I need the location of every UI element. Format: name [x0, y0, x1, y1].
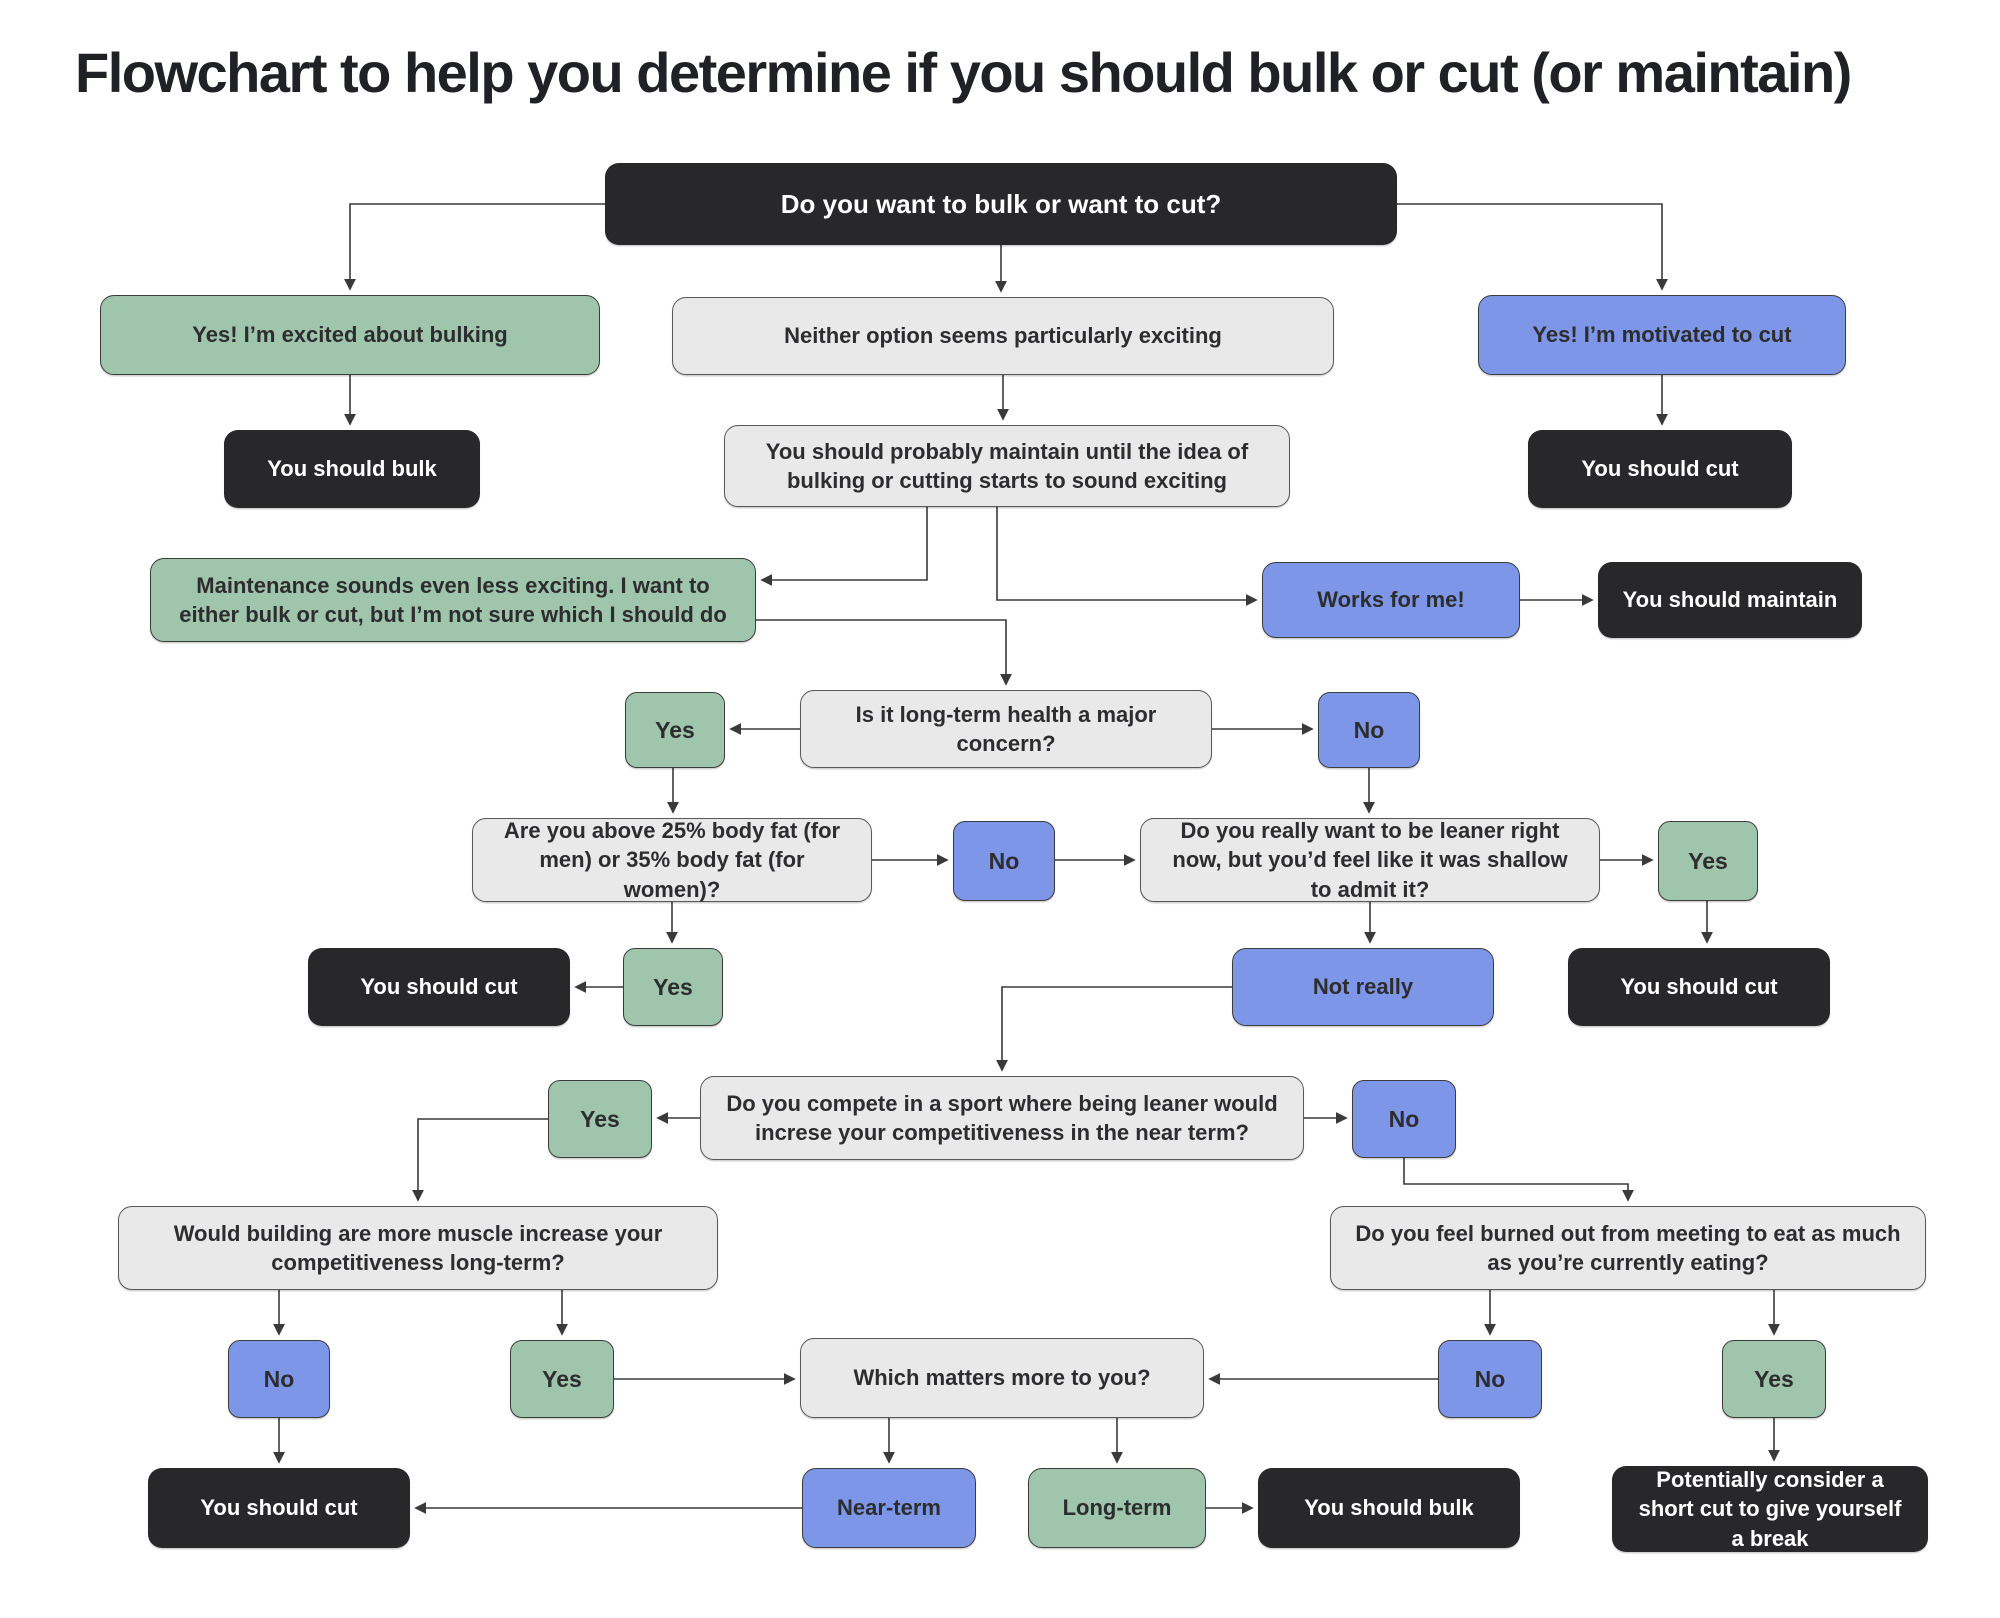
node-health-question: Is it long-term health a major concern? — [800, 690, 1212, 768]
node-no-health: No — [1318, 692, 1420, 768]
node-works-for-me: Works for me! — [1262, 562, 1520, 638]
node-maintain-until: You should probably maintain until the i… — [724, 425, 1290, 507]
node-yes-leaner: Yes — [1658, 821, 1758, 901]
node-no-bodyfat: No — [953, 821, 1055, 901]
node-leaner-question: Do you really want to be leaner right no… — [1140, 818, 1600, 902]
node-long-term: Long-term — [1028, 1468, 1206, 1548]
node-bodyfat-question: Are you above 25% body fat (for men) or … — [472, 818, 872, 902]
node-yes-sport: Yes — [548, 1080, 652, 1158]
node-no-burnout: No — [1438, 1340, 1542, 1418]
node-excited-bulking: Yes! I’m excited about bulking — [100, 295, 600, 375]
node-not-really: Not really — [1232, 948, 1494, 1026]
node-you-should-maintain: You should maintain — [1598, 562, 1862, 638]
node-you-should-cut-leaner: You should cut — [1568, 948, 1830, 1026]
node-you-should-cut-bodyfat: You should cut — [308, 948, 570, 1026]
node-you-should-cut: You should cut — [1528, 430, 1792, 508]
node-no-muscle: No — [228, 1340, 330, 1418]
node-you-should-bulk-final: You should bulk — [1258, 1468, 1520, 1548]
node-you-should-bulk: You should bulk — [224, 430, 480, 508]
node-yes-health: Yes — [625, 692, 725, 768]
node-burnout-question: Do you feel burned out from meeting to e… — [1330, 1206, 1926, 1290]
node-yes-muscle: Yes — [510, 1340, 614, 1418]
node-near-term: Near-term — [802, 1468, 976, 1548]
node-you-should-cut-final: You should cut — [148, 1468, 410, 1548]
page-title: Flowchart to help you determine if you s… — [75, 41, 1852, 104]
node-sport-question: Do you compete in a sport where being le… — [700, 1076, 1304, 1160]
node-matters-question: Which matters more to you? — [800, 1338, 1204, 1418]
node-neither-exciting: Neither option seems particularly exciti… — [672, 297, 1334, 375]
node-motivated-cut: Yes! I’m motivated to cut — [1478, 295, 1846, 375]
node-muscle-question: Would building are more muscle increase … — [118, 1206, 718, 1290]
node-short-cut: Potentially consider a short cut to give… — [1612, 1466, 1928, 1552]
node-no-sport: No — [1352, 1080, 1456, 1158]
node-yes-burnout: Yes — [1722, 1340, 1826, 1418]
node-yes-bodyfat: Yes — [623, 948, 723, 1026]
node-root-question: Do you want to bulk or want to cut? — [605, 163, 1397, 245]
node-maintenance-less-exciting: Maintenance sounds even less exciting. I… — [150, 558, 756, 642]
